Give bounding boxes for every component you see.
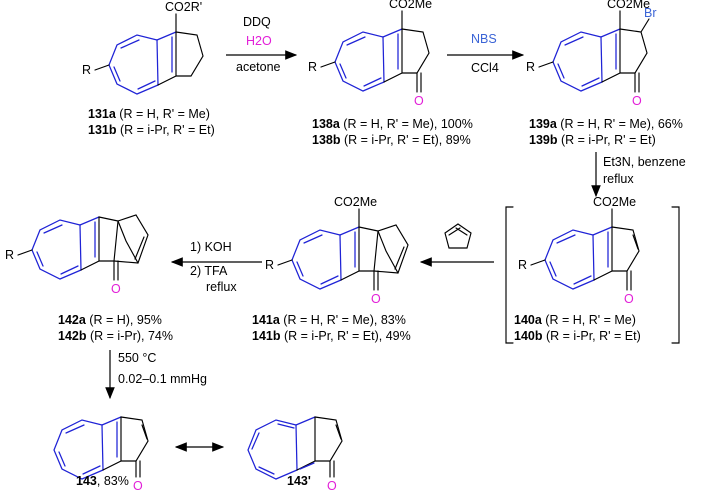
c140-ester: CO2Me bbox=[593, 195, 636, 209]
c139-r: R bbox=[526, 60, 535, 74]
svg-text:140b (R = i-Pr, R' = Et): 140b (R = i-Pr, R' = Et) bbox=[514, 329, 641, 343]
condition-reflux-2: reflux bbox=[206, 280, 237, 294]
svg-text:139a (R = H, R' = Me), 66%: 139a (R = H, R' = Me), 66% bbox=[529, 117, 683, 131]
reagent-h2o: H2O bbox=[246, 34, 272, 48]
c138-ester: CO2Me bbox=[389, 0, 432, 11]
molecule-142: R O bbox=[5, 214, 149, 296]
c143p-oxygen: O bbox=[327, 479, 337, 493]
condition-pressure: 0.02–0.1 mmHg bbox=[118, 372, 207, 386]
c141-ester: CO2Me bbox=[334, 195, 377, 209]
label-143-prime: 143' bbox=[287, 474, 311, 488]
c138-oxygen: O bbox=[414, 94, 424, 108]
solvent-ccl4: CCl4 bbox=[471, 61, 499, 75]
reagent-et3n: Et3N, benzene bbox=[603, 155, 686, 169]
c139-bromine: Br bbox=[644, 6, 657, 20]
molecule-131: CO2R' R bbox=[82, 0, 204, 95]
c142-oxygen: O bbox=[111, 282, 121, 296]
svg-text:141b (R = i-Pr, R' = Et), 49%: 141b (R = i-Pr, R' = Et), 49% bbox=[252, 329, 411, 343]
c140-r: R bbox=[518, 258, 527, 272]
label-131: 131a (R = H, R' = Me) 131b (R = i-Pr, R'… bbox=[88, 107, 215, 137]
c142-r: R bbox=[5, 248, 14, 262]
c131-r: R bbox=[82, 63, 91, 77]
c141-r: R bbox=[265, 258, 274, 272]
molecule-141: CO2Me R O bbox=[265, 195, 409, 306]
c139-oxygen: O bbox=[632, 94, 642, 108]
svg-text:142b (R = i-Pr), 74%: 142b (R = i-Pr), 74% bbox=[58, 329, 173, 343]
cyclopentadiene bbox=[444, 223, 472, 249]
label-142: 142a (R = H), 95% 142b (R = i-Pr), 74% bbox=[58, 313, 173, 343]
svg-text:139b (R = i-Pr, R' = Et): 139b (R = i-Pr, R' = Et) bbox=[529, 133, 656, 147]
reagent-ddq: DDQ bbox=[243, 15, 271, 29]
condition-reflux-1: reflux bbox=[603, 172, 634, 186]
c140-oxygen: O bbox=[624, 292, 634, 306]
svg-text:141a (R = H, R' = Me), 83%: 141a (R = H, R' = Me), 83% bbox=[252, 313, 406, 327]
arrow-5: 1) KOH 2) TFA reflux bbox=[170, 240, 262, 294]
molecule-143: O bbox=[53, 416, 149, 493]
label-138: 138a (R = H, R' = Me), 100% 138b (R = i-… bbox=[312, 117, 473, 147]
label-143: 143, 83% bbox=[76, 474, 129, 488]
svg-text:140a (R = H, R' = Me): 140a (R = H, R' = Me) bbox=[514, 313, 636, 327]
arrow-2: NBS CCl4 bbox=[447, 32, 525, 75]
bracket-140 bbox=[505, 206, 680, 344]
svg-text:142a (R = H), 95%: 142a (R = H), 95% bbox=[58, 313, 162, 327]
molecule-139: CO2Me Br R O bbox=[526, 0, 657, 108]
c141-oxygen: O bbox=[371, 292, 381, 306]
label-139: 139a (R = H, R' = Me), 66% 139b (R = i-P… bbox=[529, 117, 683, 147]
arrow-1: DDQ H2O acetone bbox=[226, 15, 298, 74]
arrow-4 bbox=[419, 223, 494, 267]
svg-text:131a (R = H, R' = Me): 131a (R = H, R' = Me) bbox=[88, 107, 210, 121]
svg-text:138b (R = i-Pr, R' = Et), 89%: 138b (R = i-Pr, R' = Et), 89% bbox=[312, 133, 471, 147]
reagent-nbs: NBS bbox=[471, 32, 497, 46]
condition-temp: 550 °C bbox=[118, 351, 156, 365]
svg-text:131b (R = i-Pr, R' = Et): 131b (R = i-Pr, R' = Et) bbox=[88, 123, 215, 137]
c131-ester: CO2R' bbox=[165, 0, 202, 14]
svg-text:138a (R = H, R' = Me), 100%: 138a (R = H, R' = Me), 100% bbox=[312, 117, 473, 131]
molecule-140: CO2Me R O bbox=[518, 195, 640, 306]
c139-ester: CO2Me bbox=[607, 0, 650, 11]
label-141: 141a (R = H, R' = Me), 83% 141b (R = i-P… bbox=[252, 313, 411, 343]
label-140: 140a (R = H, R' = Me) 140b (R = i-Pr, R'… bbox=[514, 313, 641, 343]
arrow-6: 550 °C 0.02–0.1 mmHg bbox=[105, 350, 207, 400]
solvent-acetone: acetone bbox=[236, 60, 281, 74]
reagent-tfa: 2) TFA bbox=[190, 264, 228, 278]
c143-oxygen: O bbox=[133, 479, 143, 493]
reagent-koh: 1) KOH bbox=[190, 240, 232, 254]
arrow-3: Et3N, benzene reflux bbox=[591, 152, 686, 198]
molecule-143-prime: O bbox=[247, 416, 343, 493]
c138-r: R bbox=[308, 60, 317, 74]
molecule-138: CO2Me R O bbox=[308, 0, 432, 108]
